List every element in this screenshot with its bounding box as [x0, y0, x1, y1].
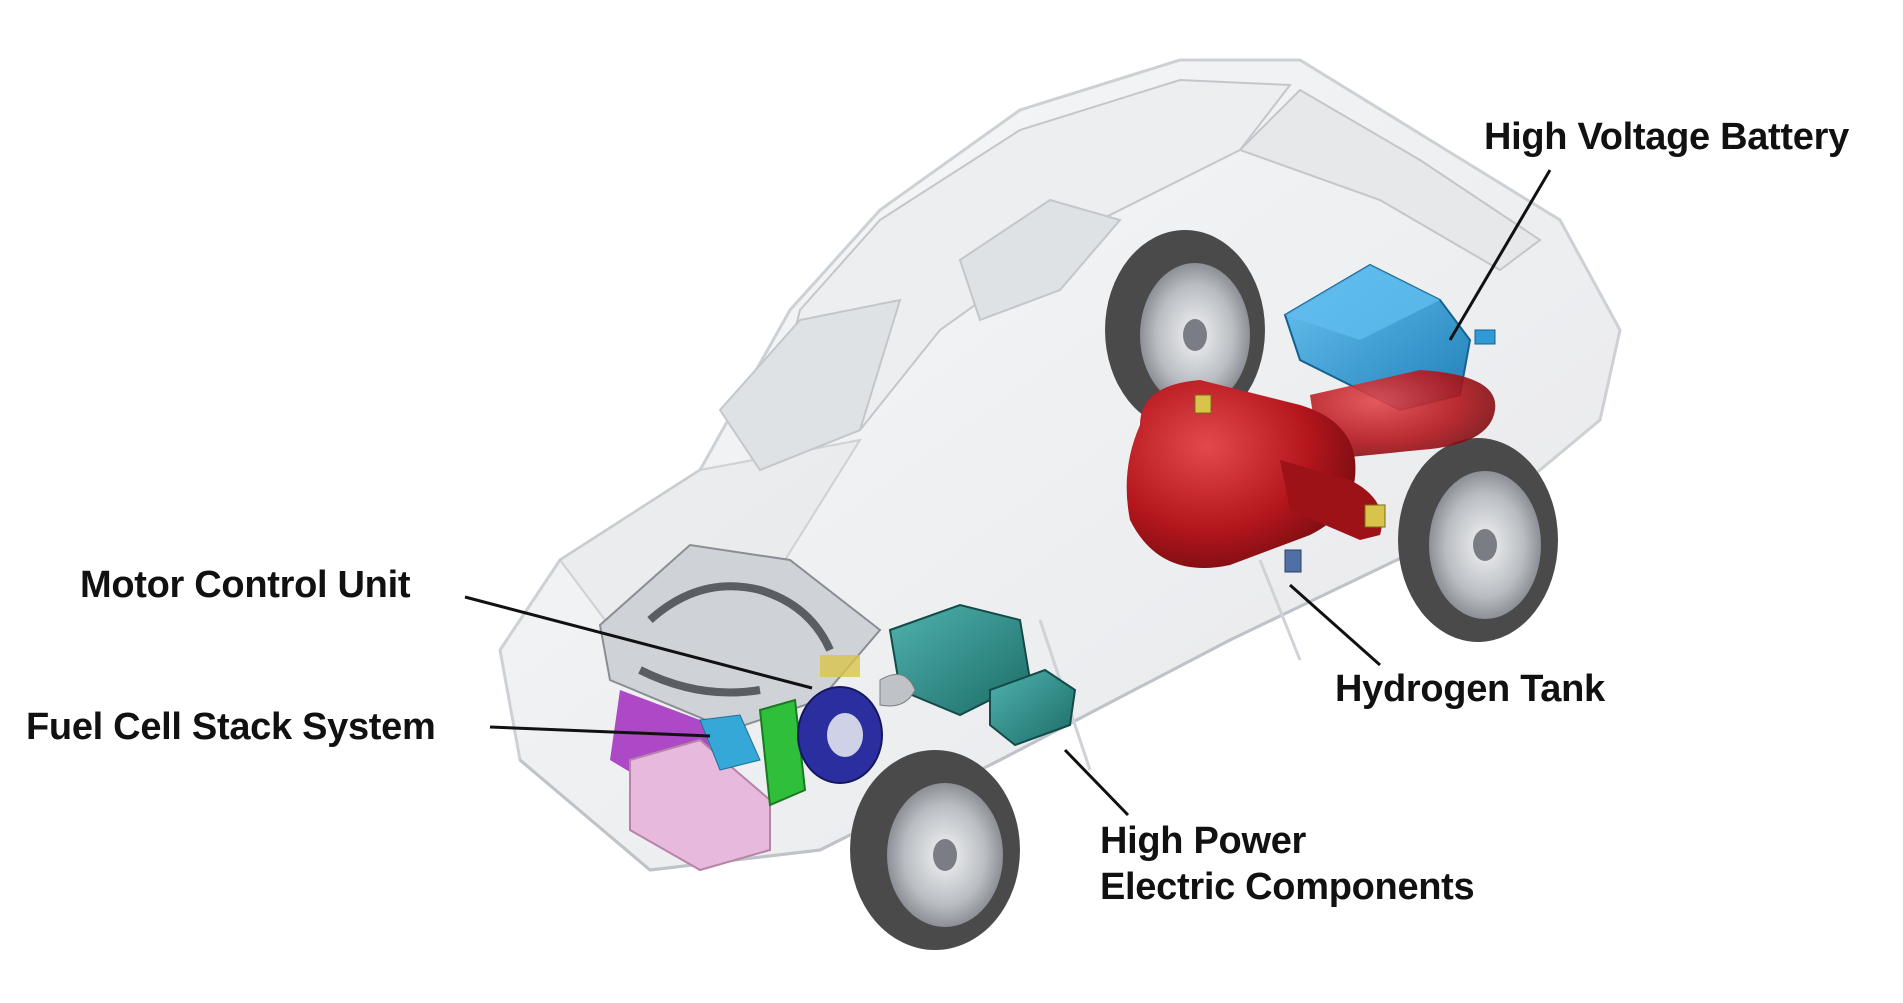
label-high-voltage-battery: High Voltage Battery — [1484, 114, 1849, 160]
leader-line-high-power — [1065, 750, 1128, 815]
label-high-power-line1: High Power — [1100, 818, 1474, 864]
label-hydrogen-tank: Hydrogen Tank — [1335, 666, 1605, 712]
label-motor-control-unit: Motor Control Unit — [80, 562, 410, 608]
label-high-power-line2: Electric Components — [1100, 864, 1474, 910]
leader-line-hydrogen-tank — [1290, 585, 1380, 665]
wheel-front-right — [850, 750, 1020, 950]
wheel-rear-right — [1398, 438, 1558, 642]
label-high-power-electric-components: High Power Electric Components — [1100, 818, 1474, 911]
label-fuel-cell-stack-system: Fuel Cell Stack System — [26, 704, 435, 750]
